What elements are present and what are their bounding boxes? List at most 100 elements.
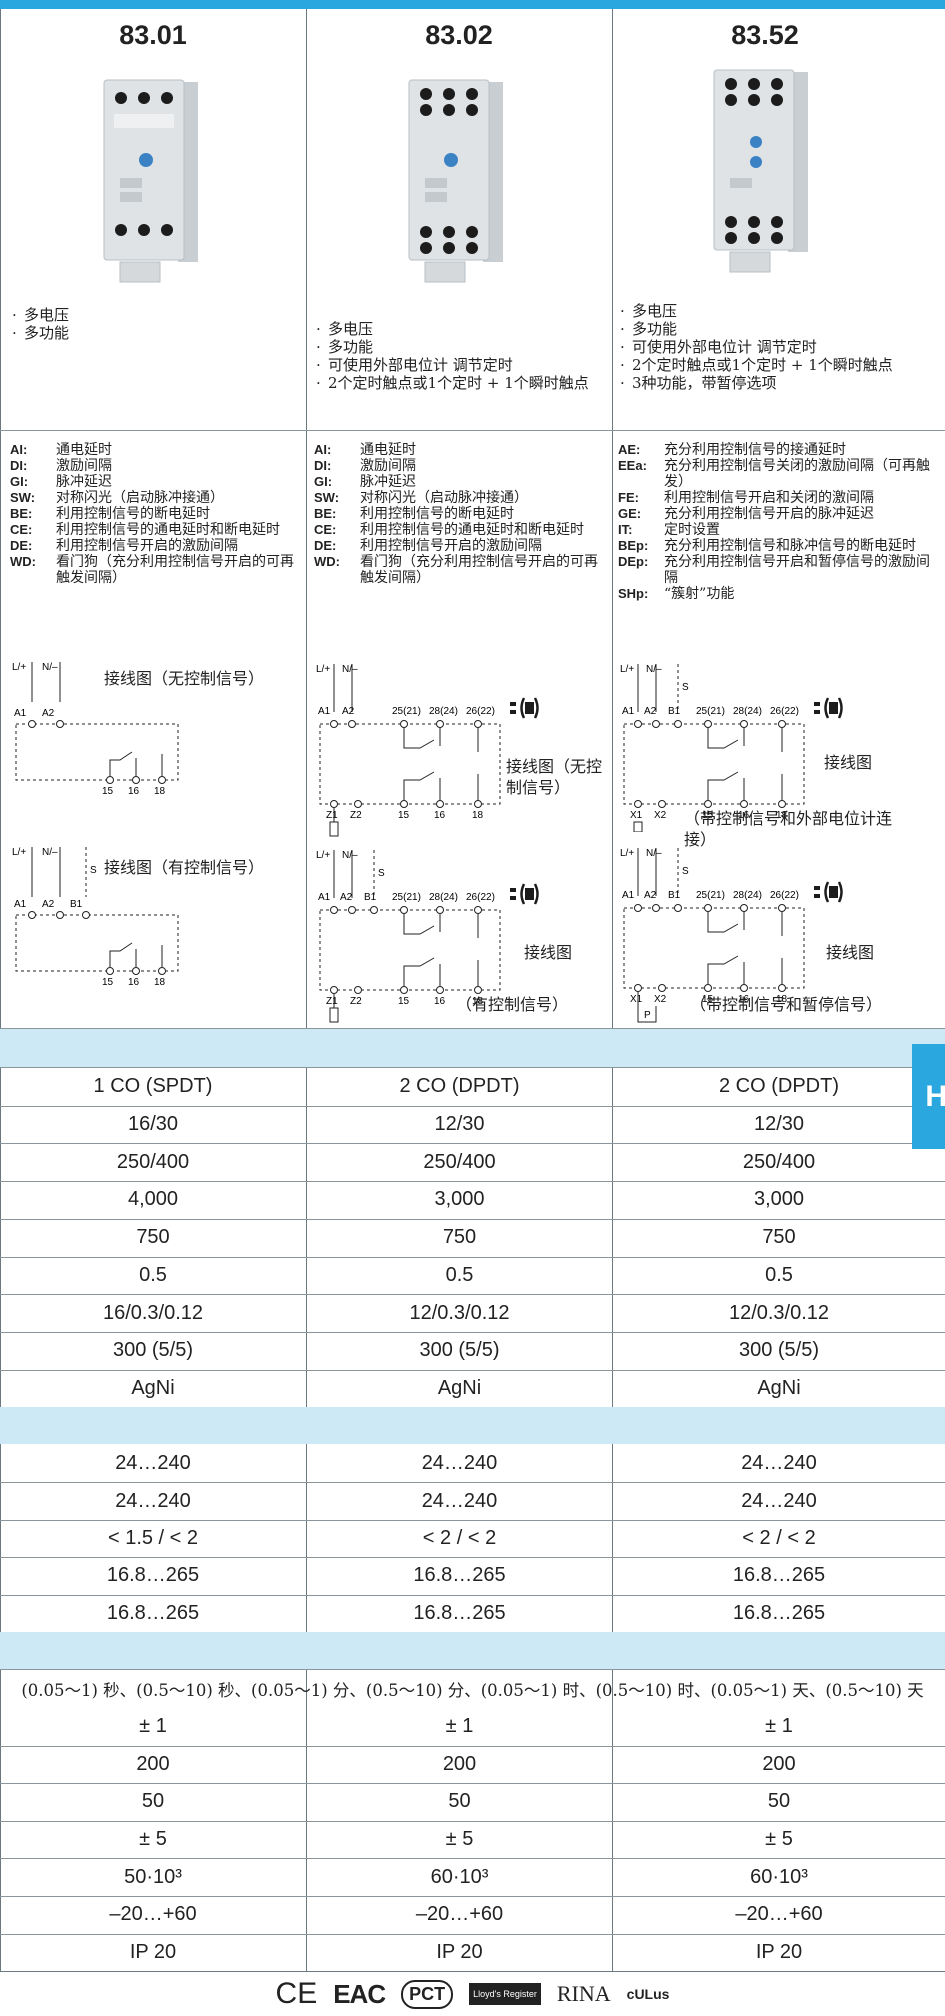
spec-cell: ± 1: [765, 1715, 793, 1738]
footer-border: [0, 1971, 945, 1972]
terminal-label: X1: [630, 810, 643, 821]
terminal-label: L/+: [620, 664, 634, 675]
function-code: CE:: [314, 522, 337, 537]
spec-cell: 16/0.3/0.12: [102, 1301, 204, 1324]
spec-cell: 750: [136, 1226, 170, 1249]
spec-cell: 2 CO (DPDT): [719, 1075, 839, 1098]
terminal-label: 16: [738, 810, 750, 821]
top-accent-bar: [0, 0, 945, 9]
terminal-label: 15: [702, 810, 714, 821]
section-tab[interactable]: H: [912, 1044, 945, 1149]
wiring-label: 接线图（有控制信号）: [104, 858, 265, 877]
spec-cell: –20…+60: [735, 1903, 823, 1926]
terminal-label: 15: [398, 810, 410, 821]
function-list: AI:通电延时 DI:激励间隔 GI:脉冲延迟 SW:对称闪光（启动脉冲接通） …: [10, 442, 300, 586]
eac-mark-icon: EAC: [333, 1978, 386, 2009]
function-item: AI:通电延时: [314, 442, 606, 458]
terminal-label: L/+: [12, 662, 26, 673]
function-code: WD:: [10, 554, 36, 569]
relay-coil-icon: [814, 881, 843, 903]
section-band-technical: [0, 1632, 945, 1669]
feature-list: 多电压 多功能: [10, 306, 300, 342]
wiring-label: 接线图: [524, 943, 573, 962]
wiring-diagram: L/+ N/– S A1 A2 B1 15 16 18: [12, 847, 179, 988]
spec-cell: 3,000: [434, 1188, 485, 1211]
row-border: [0, 1669, 945, 1670]
wiring-note: （带控制信号和暂停信号）: [690, 995, 883, 1014]
spec-cell: 50: [767, 1790, 791, 1813]
wiring-diagram: L/+ N/– S A1 A2 B1 25(21) 28(24) 26(22) …: [620, 848, 805, 1023]
spec-cell: 50: [448, 1790, 471, 1813]
spec-cell: 16.8…265: [413, 1601, 506, 1624]
terminal-label: X1: [630, 994, 643, 1005]
terminal-label: 25(21): [392, 892, 421, 903]
relay-coil-icon: [510, 883, 539, 905]
row-border: [0, 1105, 945, 1107]
certification-bar: CE EAC PCT Lloyd's Register RINA cULus: [0, 1972, 945, 2016]
wiring-label: 接线图: [824, 753, 873, 772]
function-description: 定时设置: [664, 522, 720, 538]
spec-cell: IP 20: [129, 1940, 177, 1963]
spec-cell: 24…240: [421, 1489, 498, 1512]
spec-cell: ± 5: [139, 1828, 167, 1851]
spec-cell: AgNi: [131, 1376, 175, 1399]
function-item: AI:通电延时: [10, 442, 300, 458]
spec-cell: ± 5: [765, 1828, 793, 1851]
function-description: 利用控制信号开启的激励间隔: [360, 538, 542, 554]
spec-cell: 16.8…265: [106, 1564, 200, 1587]
function-item: DE:利用控制信号开启的激励间隔: [314, 538, 606, 554]
spec-cell: IP 20: [755, 1940, 803, 1963]
spec-cell: 2 CO (DPDT): [399, 1075, 520, 1098]
row-border: [0, 1218, 945, 1220]
feature-item: 3种功能，带暂停选项: [618, 374, 908, 392]
terminal-label: 25(21): [696, 706, 725, 717]
terminal-label: 18: [472, 810, 484, 821]
function-code: FE:: [618, 490, 639, 505]
terminal-label: Z1: [326, 996, 338, 1007]
terminal-label: A1: [622, 890, 635, 901]
function-item: DI:激励间隔: [10, 458, 300, 474]
terminal-label: L/+: [316, 850, 330, 861]
function-item: BE:利用控制信号的断电延时: [10, 506, 300, 522]
terminal-label: 28(24): [733, 706, 762, 717]
terminal-label: S: [682, 866, 689, 877]
spec-cell: 16.8…265: [106, 1601, 200, 1624]
terminal-label: 26(22): [770, 890, 799, 901]
section-tab-letter: H: [925, 1079, 945, 1113]
row-border: [0, 1745, 945, 1747]
terminal-label: 18: [154, 977, 166, 988]
function-item: GI:脉冲延迟: [10, 474, 300, 490]
function-description: 利用控制信号的断电延时: [56, 506, 210, 522]
relay-coil-icon: [510, 697, 539, 719]
function-item: CE:利用控制信号的通电延时和断电延时: [314, 522, 606, 538]
function-description: 充分利用控制信号和脉冲信号的断电延时: [664, 538, 916, 554]
row-border: [0, 1896, 945, 1897]
function-description: 脉冲延迟: [360, 474, 416, 490]
product-image-relay: [103, 79, 198, 283]
spec-cell: 50·10³: [124, 1865, 182, 1888]
spec-cell: 24…240: [115, 1489, 191, 1512]
function-item: DEp:充分利用控制信号开启和暂停信号的激励间隔: [618, 554, 936, 586]
function-item: BE:利用控制信号的断电延时: [314, 506, 606, 522]
terminal-label: Z2: [350, 996, 362, 1007]
function-code: IT:: [618, 522, 633, 537]
function-code: AI:: [10, 442, 28, 457]
rina-logo: RINA: [556, 1981, 611, 2006]
function-item: EEa:充分利用控制信号关闭的激励间隔（可再触发）: [618, 458, 936, 490]
spec-cell: 0.5: [445, 1263, 474, 1286]
terminal-label: A1: [14, 708, 27, 719]
terminal-label: 25(21): [392, 706, 421, 717]
terminal-label: 18: [776, 810, 788, 821]
terminal-label: N/–: [646, 848, 662, 859]
terminal-label: 26(22): [770, 706, 799, 717]
function-item: IT: 定时设置: [618, 522, 936, 538]
row-border: [0, 1820, 945, 1822]
terminal-label: L/+: [620, 848, 634, 859]
spec-cell: 0.5: [139, 1263, 167, 1286]
terminal-label: B1: [70, 899, 83, 910]
row-border: [0, 1256, 945, 1258]
terminal-label: 18: [472, 996, 484, 1007]
terminal-label: L/+: [316, 664, 330, 675]
terminal-label: 16: [128, 786, 140, 795]
